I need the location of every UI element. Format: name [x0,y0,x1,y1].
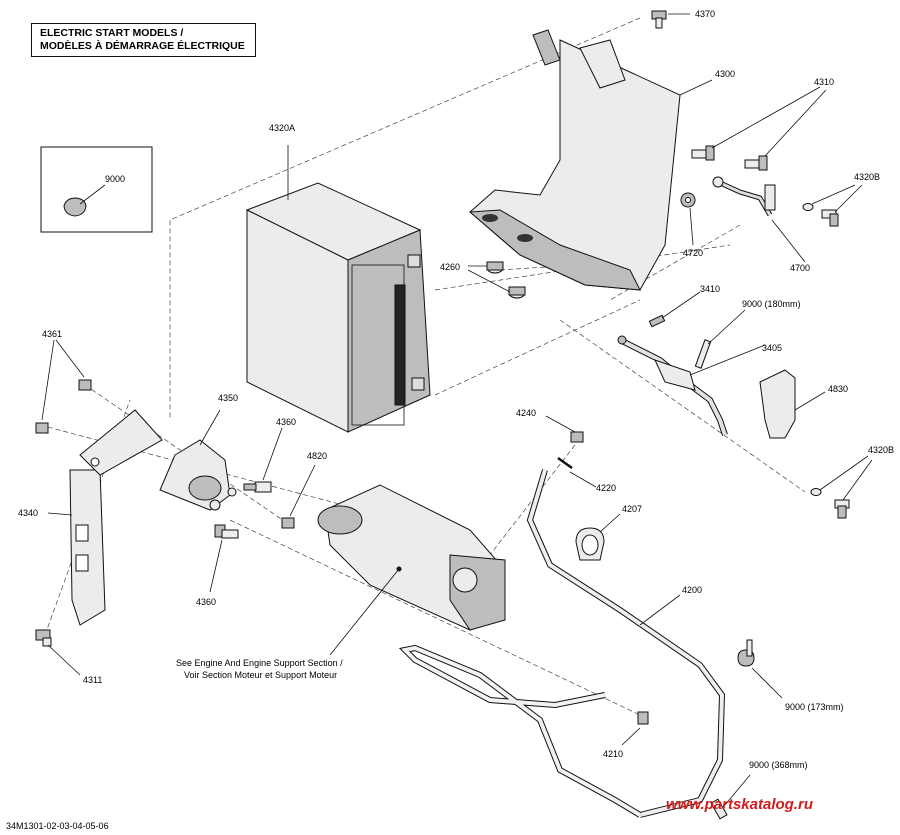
callout-4220: 4220 [596,483,616,493]
callout-4361: 4361 [42,329,62,339]
callout-4311: 4311 [83,675,102,685]
callout-9000-180: 9000 (180mm) [742,299,801,309]
title-line-2: MODÈLES À DÉMARRAGE ÉLECTRIQUE [40,40,245,52]
callout-9000-368: 9000 (368mm) [749,760,808,770]
callout-4320b-top: 4320B [854,172,880,182]
callout-4260: 4260 [440,262,460,272]
fasteners-4320b-bottom [810,455,873,519]
callout-4240: 4240 [516,408,536,418]
sensor-3410 [648,291,701,328]
callout-4207: 4207 [622,504,642,514]
nut-4240 [545,415,584,443]
reference-note-line-1: See Engine And Engine Support Section / [176,658,343,668]
bolt-4370 [651,10,690,29]
solenoid-4350 [159,409,237,511]
washer-4720 [680,192,696,246]
callout-4310: 4310 [814,77,834,87]
fasteners-4320b-top [802,184,863,227]
reference-note-line-2: Voir Section Moteur et Support Moteur [184,670,337,680]
bolt-4360-top [243,427,283,493]
callout-4360-top: 4360 [276,417,296,427]
callout-4320b-bottom: 4320B [868,445,894,455]
washer-4220 [557,456,597,488]
bolt-4311 [35,629,81,676]
bolts-4310 [691,86,827,171]
callout-3405: 3405 [762,343,782,353]
callout-4200: 4200 [682,585,702,595]
callout-3410: 3410 [700,284,720,294]
title-line-1: ELECTRIC START MODELS / [40,27,184,39]
battery-4320a [245,145,431,433]
bolt-4360-bottom [209,524,239,593]
clip-9000-inset [63,197,87,217]
callout-4340: 4340 [18,508,38,518]
clip-4207 [575,513,621,561]
cable-3405 [617,335,766,436]
cable-tie-9000-173 [737,639,783,699]
starter-motor [317,484,506,656]
callout-4350: 4350 [218,393,238,403]
cable-tie-9000-368 [710,774,751,820]
callout-4820: 4820 [307,451,327,461]
bracket-4340 [47,409,163,626]
callout-4360-bottom: 4360 [196,597,216,607]
callout-4720: 4720 [683,248,703,258]
nuts-4361 [35,339,92,434]
watermark: www.partskatalog.ru [666,796,813,813]
callout-4830: 4830 [828,384,848,394]
callout-4320a: 4320A [269,123,295,133]
inset-box [40,146,153,233]
callout-4210: 4210 [603,749,623,759]
nut-4820 [281,464,316,529]
cable-4210 [398,644,649,818]
boot-4830 [759,369,826,439]
callout-4370: 4370 [695,9,715,19]
title-box: ELECTRIC START MODELS / MODÈLES À DÉMARR… [31,23,256,57]
callout-4300: 4300 [715,69,735,79]
cable-tie-9000-180 [694,309,746,369]
cable-4200 [526,469,726,818]
battery-tray-4300 [468,29,713,291]
callout-labels: 4370 4300 4310 4320A 4320B 9000 4260 472… [18,9,894,770]
callout-9000-inset: 9000 [105,174,125,184]
drawing-code: 34M1301-02-03-04-05-06 [6,821,109,831]
callout-9000-173: 9000 (173mm) [785,702,844,712]
spacers-4260 [467,261,526,299]
cable-4700 [712,176,806,263]
callout-4700: 4700 [790,263,810,273]
